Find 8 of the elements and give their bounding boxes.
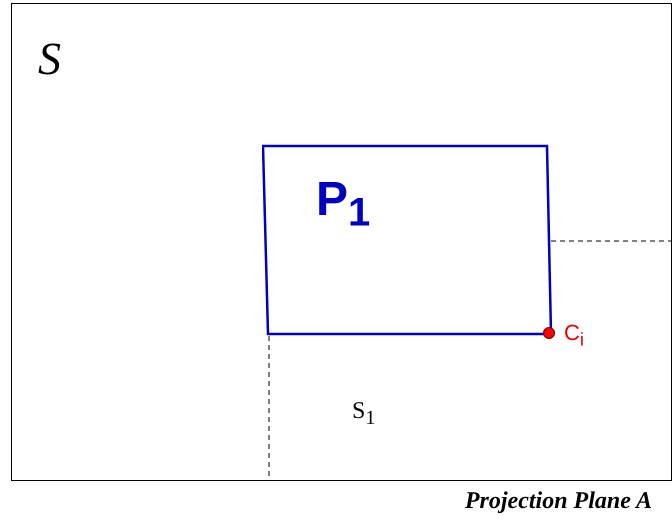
region-frame	[11, 3, 672, 481]
region-label: S$_{1}$	[352, 398, 376, 430]
panel-quadrilateral	[262, 144, 554, 337]
corner-point	[543, 327, 555, 339]
point-label: C$_{i}$	[564, 320, 584, 350]
region-label: S	[38, 32, 61, 85]
panel-label: P$_{1}$	[316, 172, 370, 236]
caption: Projection Plane A	[464, 488, 652, 515]
